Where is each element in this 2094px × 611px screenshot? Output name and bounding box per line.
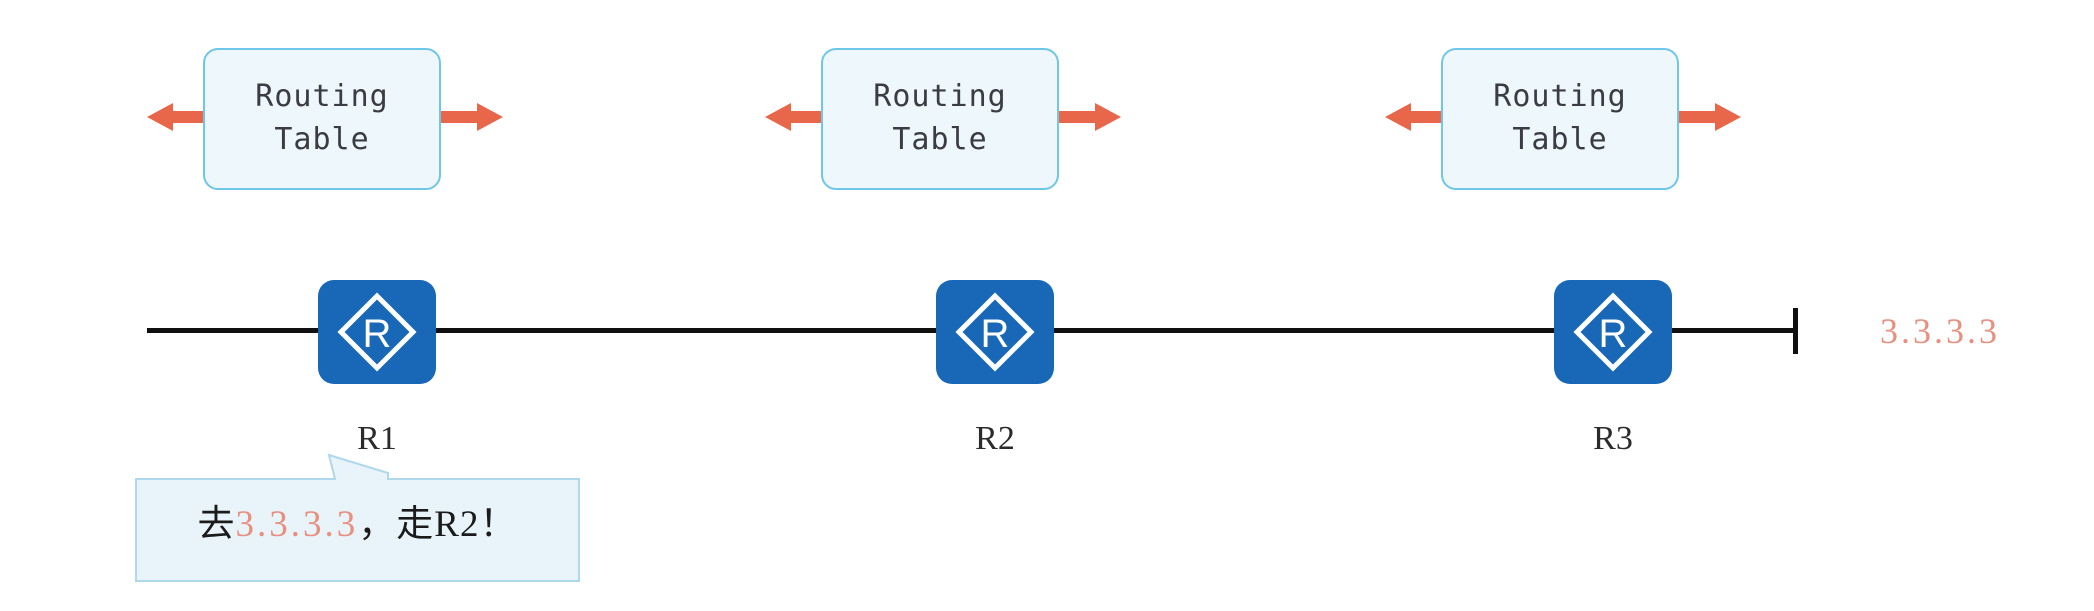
router-label-r1: R1 [357, 420, 397, 457]
router-icon[interactable]: R [318, 280, 436, 384]
router-label-r2: R2 [975, 420, 1015, 457]
routing-table-box-1[interactable]: Routing Table [203, 48, 441, 190]
svg-text:R: R [363, 312, 392, 356]
routing-table-box-3[interactable]: Routing Table [1441, 48, 1679, 190]
router-icon[interactable]: R [936, 280, 1054, 384]
arrow-right-icon [441, 103, 503, 131]
svg-text:R: R [981, 312, 1010, 356]
network-link-segment-right [1672, 328, 1797, 333]
router-label-r3: R3 [1593, 420, 1633, 457]
arrow-left-icon [147, 103, 207, 131]
routing-table-label-line1: Routing [255, 79, 389, 115]
router-icon[interactable]: R [1554, 280, 1672, 384]
routing-table-label-line2: Table [1512, 122, 1608, 157]
network-link-segment-r2-r3 [1054, 328, 1564, 333]
svg-text:R: R [1599, 312, 1628, 356]
callout-suffix: ，走R2！ [358, 504, 518, 545]
routing-table-label-line1: Routing [1493, 79, 1627, 115]
callout-ip: 3.3.3.3 [235, 504, 359, 545]
routing-table-label-line1: Routing [873, 79, 1007, 115]
callout-bubble: 去3.3.3.3，走R2！ [135, 452, 580, 582]
routing-table-label-line2: Table [892, 122, 988, 157]
arrow-right-icon [1059, 103, 1121, 131]
callout-text: 去3.3.3.3，走R2！ [135, 493, 580, 547]
routing-table-label-line2: Table [274, 122, 370, 157]
line-terminator-icon [1793, 308, 1798, 354]
callout-prefix: 去 [197, 504, 236, 545]
destination-ip-label: 3.3.3.3 [1880, 311, 2000, 351]
arrow-right-icon [1679, 103, 1741, 131]
arrow-left-icon [765, 103, 825, 131]
network-link-segment-left [147, 328, 329, 333]
arrow-left-icon [1385, 103, 1445, 131]
routing-table-box-2[interactable]: Routing Table [821, 48, 1059, 190]
network-link-segment-r1-r2 [436, 328, 946, 333]
